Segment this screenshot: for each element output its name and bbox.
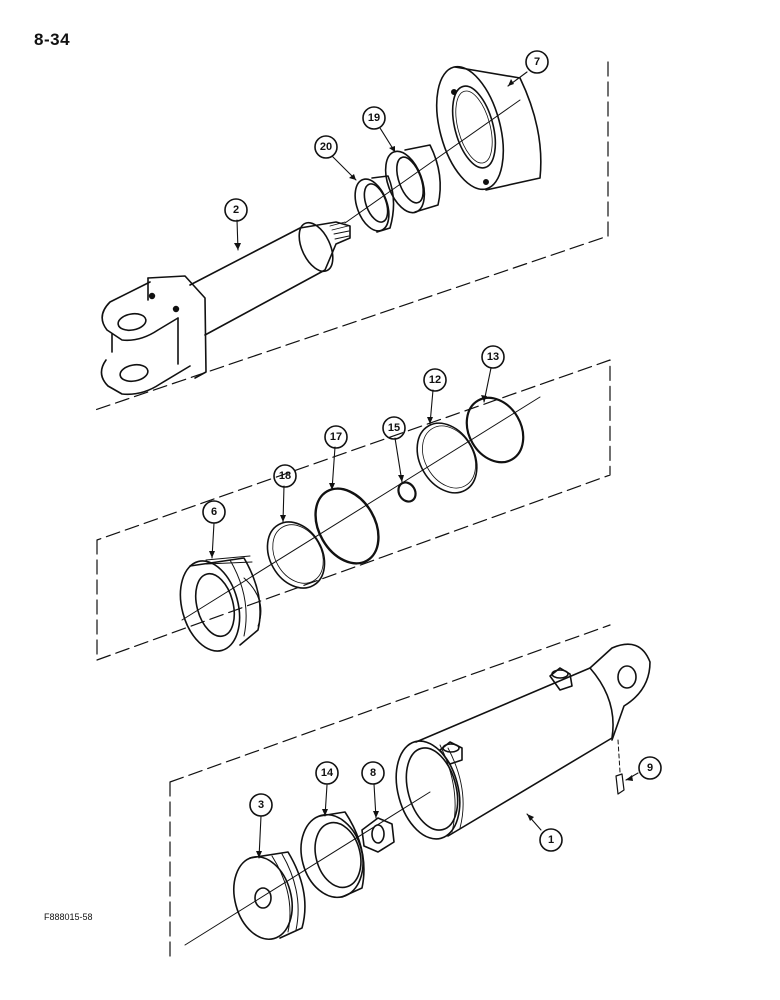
callout-9: 9 xyxy=(647,762,653,774)
callout-14: 14 xyxy=(321,767,334,779)
part-7-gland-nut xyxy=(435,65,542,191)
group-boundary-top xyxy=(94,61,609,411)
callout-8: 8 xyxy=(370,767,376,779)
part-9-grease-fitting xyxy=(615,739,625,795)
callout-18: 18 xyxy=(279,470,291,482)
callout-12: 12 xyxy=(429,374,441,386)
callout-circles xyxy=(202,50,662,852)
callout-6: 6 xyxy=(211,506,217,518)
part-1-cylinder-barrel xyxy=(395,643,651,840)
callout-13: 13 xyxy=(487,351,499,363)
part-13-o-ring xyxy=(465,396,525,464)
group-rod-assembly xyxy=(94,61,609,411)
callout-labels: 7 19 20 2 13 12 15 17 18 6 1 8 14 3 9 xyxy=(211,56,653,846)
part-20-wiper xyxy=(354,175,395,233)
part-3-head xyxy=(233,851,306,941)
group-piston-seals xyxy=(96,359,611,661)
group-barrel-assembly xyxy=(169,624,651,961)
part-19-bearing xyxy=(384,144,441,214)
group-boundary-bottom xyxy=(169,624,611,961)
centerline-barrel xyxy=(184,791,431,946)
group-boundary-middle xyxy=(96,359,611,661)
callout-3: 3 xyxy=(258,799,264,811)
part-17-o-ring xyxy=(314,487,380,565)
part-6-piston xyxy=(179,555,262,652)
centerline-piston xyxy=(181,396,541,621)
callout-7: 7 xyxy=(534,56,540,68)
part-2-piston-rod xyxy=(100,221,351,396)
part-15-small-o-ring xyxy=(397,481,417,503)
callout-2: 2 xyxy=(233,204,239,216)
part-8-nut xyxy=(361,817,395,853)
callout-15: 15 xyxy=(388,422,400,434)
figure-code: F888015-58 xyxy=(44,912,93,922)
part-12-backup-ring xyxy=(416,422,478,494)
page-number: 8-34 xyxy=(34,30,71,49)
callout-17: 17 xyxy=(330,431,342,443)
callout-20: 20 xyxy=(320,141,332,153)
leader-arrowheads xyxy=(209,79,633,858)
callout-1: 1 xyxy=(548,834,554,846)
callout-19: 19 xyxy=(368,112,380,124)
part-14-gland xyxy=(300,811,365,899)
part-18-backup-ring xyxy=(266,521,326,589)
centerline-rod xyxy=(344,99,521,224)
